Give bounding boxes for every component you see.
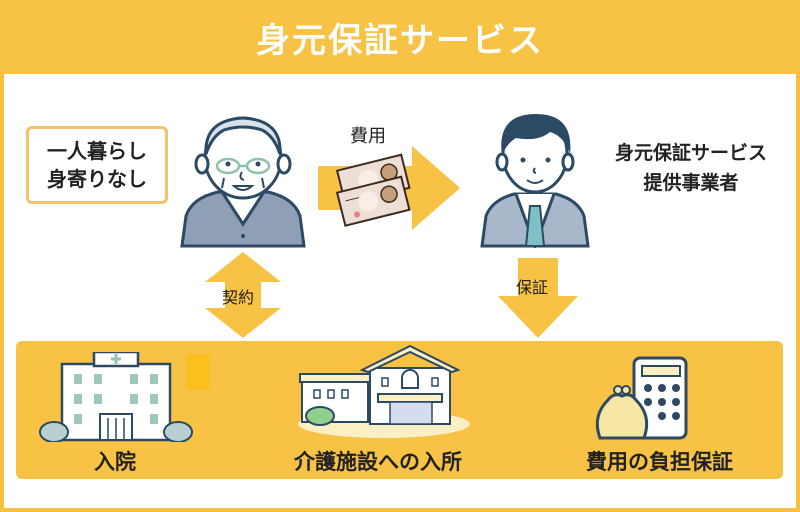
provider-label-line1: 身元保証サービス [614,142,767,164]
service-label-care-facility: 介護施設への入所 [294,450,462,474]
wallet-calculator-icon [595,356,688,440]
provider-label: 身元保証サービス 提供事業者 [596,138,786,198]
page-title: 身元保証サービス [256,20,544,61]
provider-label-line2: 提供事業者 [643,172,739,194]
banknotes-icon [335,153,411,227]
contract-label: 契約 [222,288,255,307]
service-label-cost-guarantee: 費用の負担保証 [586,450,733,474]
care-facility-icon [298,344,470,438]
guarantee-label: 保証 [516,278,549,297]
service-label-hospitalization: 入院 [94,450,136,474]
contract-double-arrow-icon [205,252,281,338]
fee-label: 費用 [350,126,386,147]
guarantee-down-arrow-icon [498,258,578,338]
title-bar: 身元保証サービス [0,0,800,74]
user-status-box: 一人暮らし 身寄りなし [26,126,168,204]
elderly-person-icon [180,116,306,248]
user-status-line1: 一人暮らし [47,139,147,163]
user-status-line2: 身寄りなし [47,167,147,191]
provider-person-icon [480,114,590,248]
hospital-icon [39,352,210,442]
